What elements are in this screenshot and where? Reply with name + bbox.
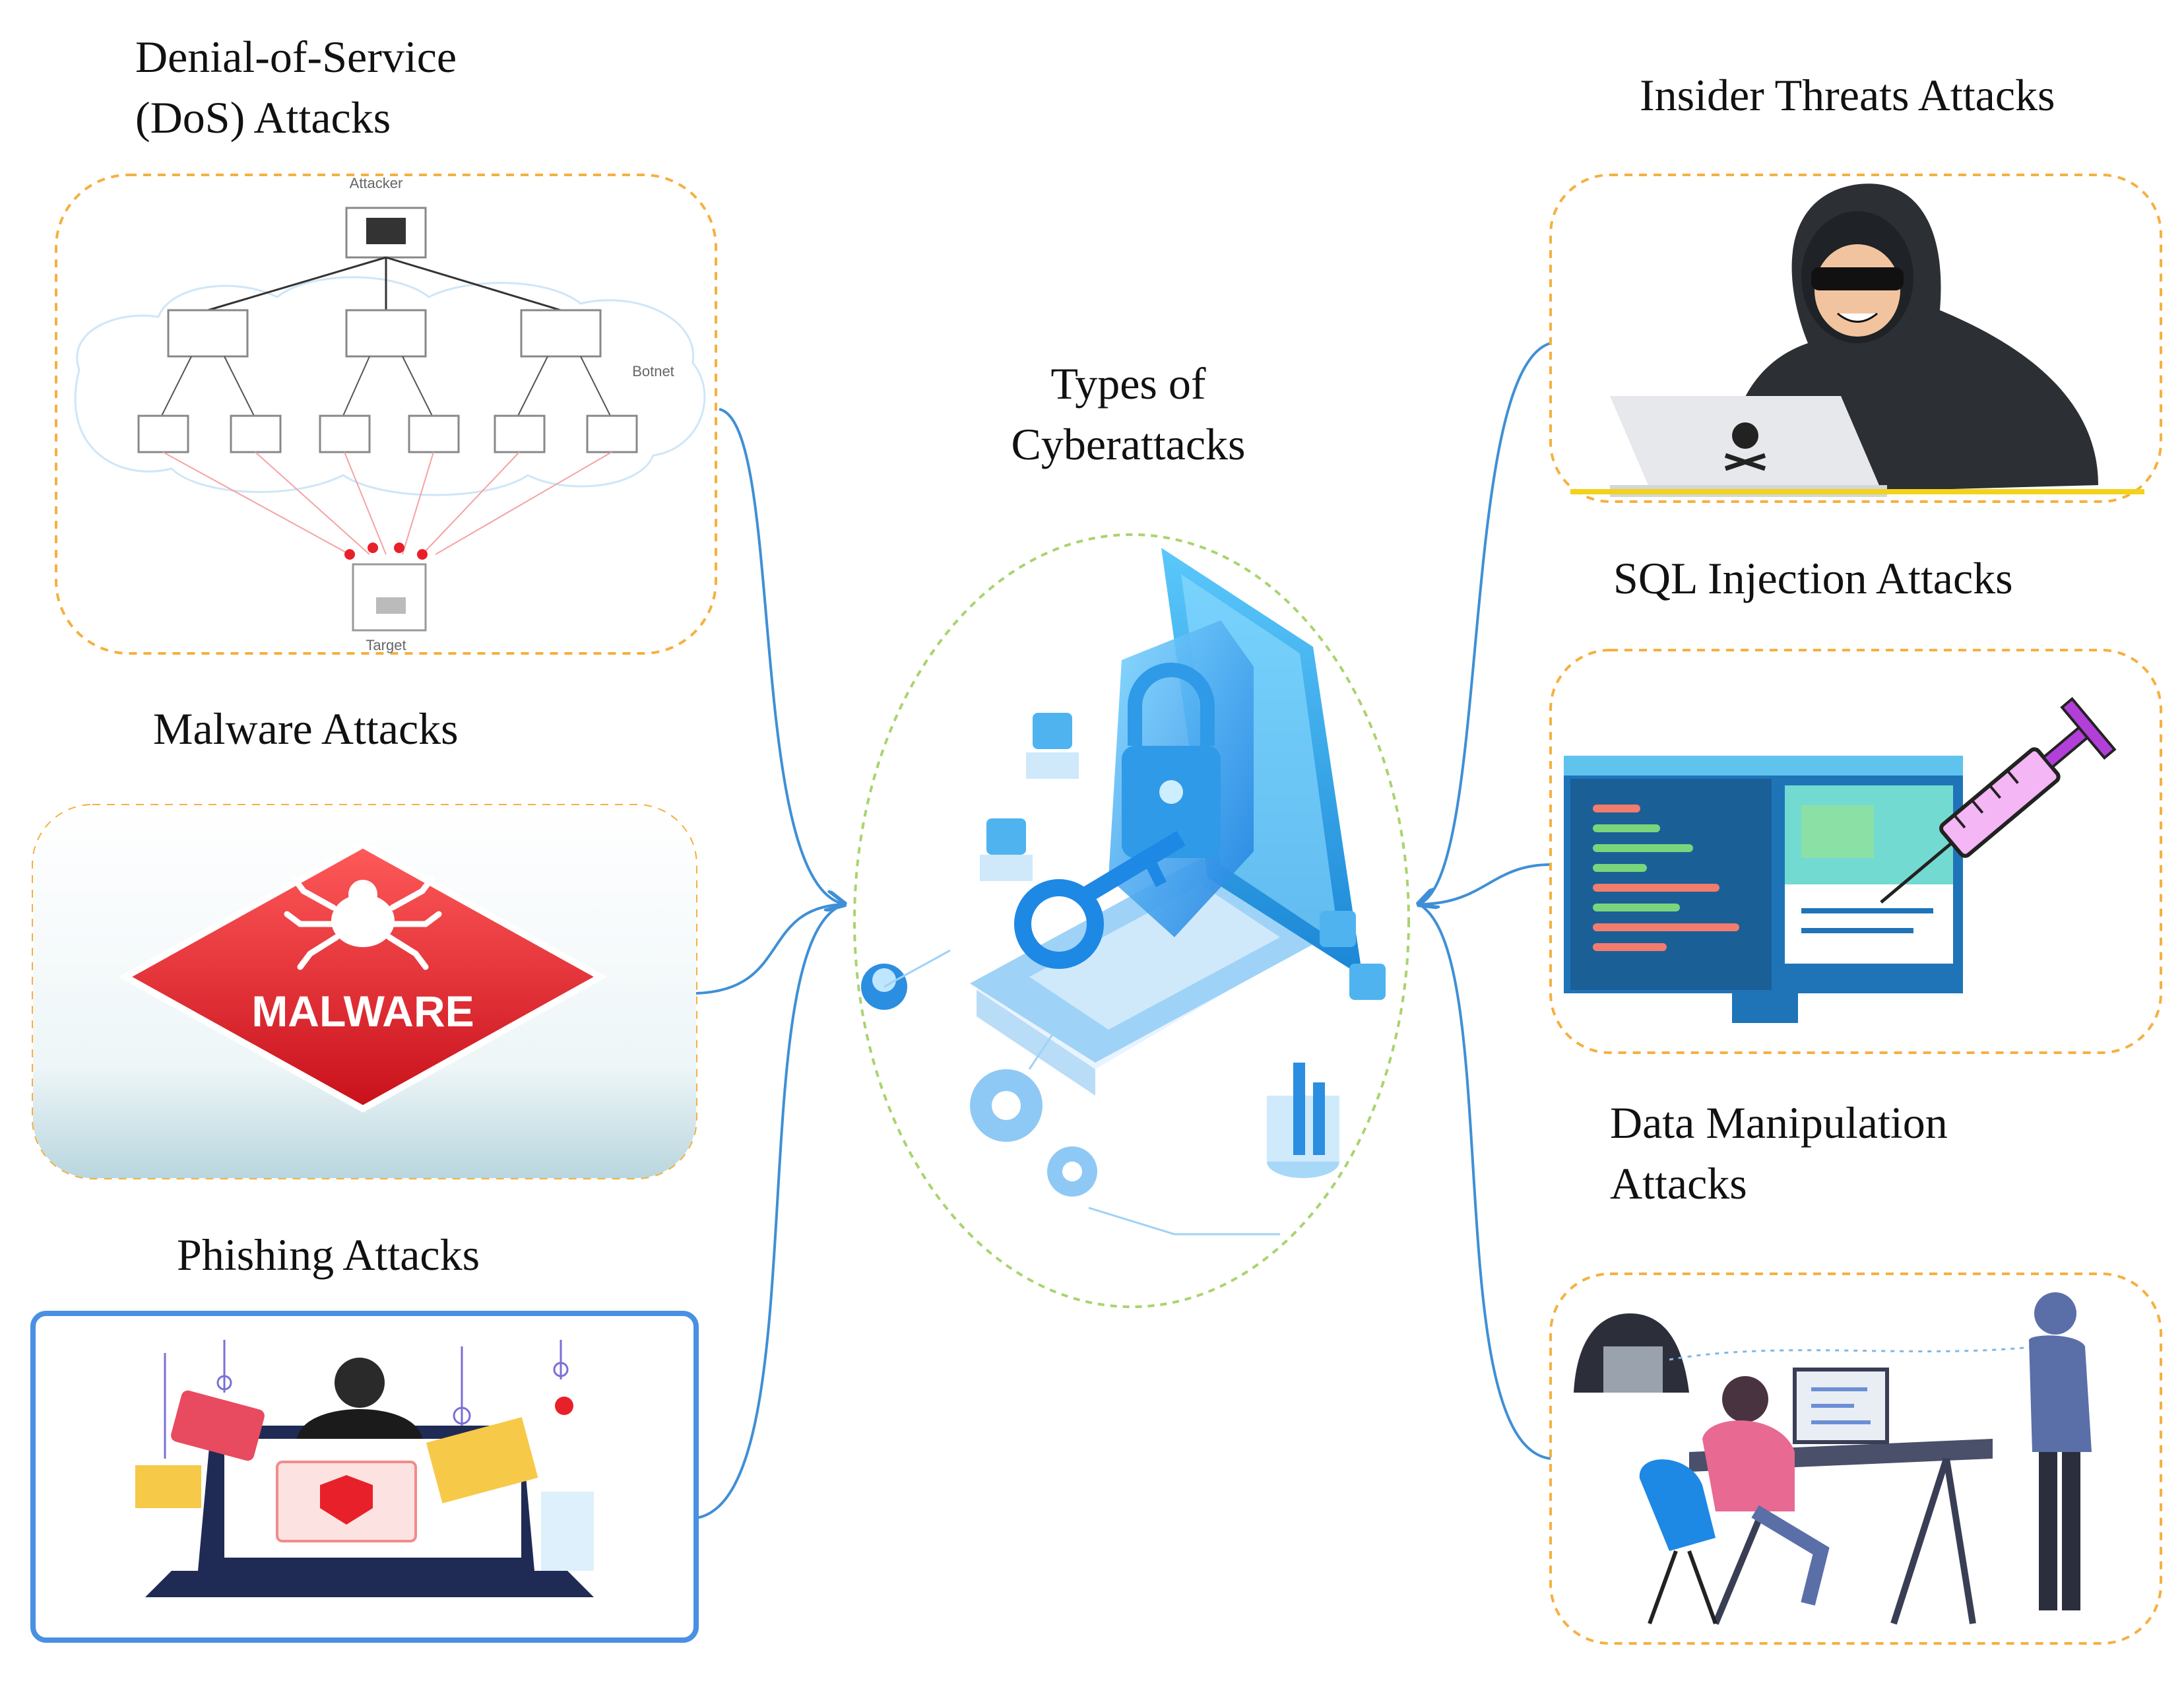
- connector-phishing: [695, 903, 845, 1519]
- malware-label: Malware Attacks: [153, 704, 459, 754]
- datamanip-illustration: [1574, 1292, 2092, 1625]
- phishing-illustration: [30, 1311, 699, 1643]
- connector-datamanip: [1418, 903, 1551, 1460]
- insider-box: [1549, 174, 2162, 503]
- insider-label: Insider Threats Attacks: [1640, 70, 2055, 120]
- phishing-label: Phishing Attacks: [177, 1230, 480, 1280]
- dos-illustration: Attacker: [74, 175, 706, 653]
- insider-illustration: [1570, 183, 2144, 497]
- connector-malware: [695, 903, 845, 995]
- malware-badge-text: MALWARE: [251, 987, 474, 1036]
- dos-botnet-text: Botnet: [632, 363, 674, 380]
- sql-illustration: [1564, 697, 2117, 1023]
- connector-insider: [1419, 342, 1551, 904]
- sql-box: [1549, 649, 2162, 1054]
- connector-dos: [719, 408, 845, 904]
- connectors: [695, 342, 1551, 1519]
- dos-label: Denial-of-Service (DoS) Attacks: [135, 32, 457, 143]
- connector-sql: [1418, 863, 1551, 906]
- center-illustration: [853, 533, 1410, 1308]
- dos-attacker-text: Attacker: [350, 175, 403, 191]
- datamanip-label: Data Manipulation Attacks: [1610, 1098, 1948, 1208]
- dos-target-text: Target: [366, 637, 406, 653]
- sql-label: SQL Injection Attacks: [1613, 553, 2013, 603]
- center-title: Types of Cyberattacks: [1011, 358, 1246, 469]
- malware-illustration: MALWARE: [33, 805, 696, 1178]
